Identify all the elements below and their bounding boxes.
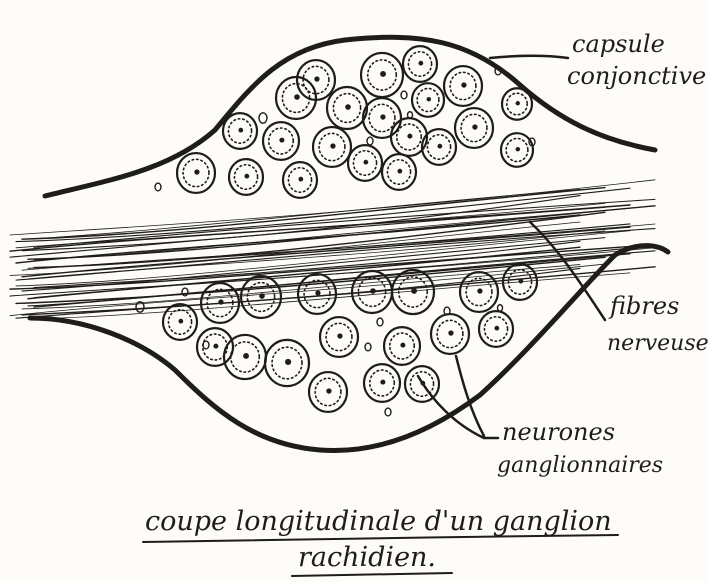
label-fibres-line1: fibres [608, 292, 679, 320]
neurone-cell [265, 340, 309, 386]
tissue-speck [401, 91, 407, 99]
tissue-speck [259, 113, 267, 123]
neurone-cell [263, 122, 299, 160]
neurone-cell [163, 304, 197, 340]
neurone-cell [197, 328, 233, 366]
label-neurones-line1: neurones [502, 418, 615, 446]
label-capsule-line1: capsule [572, 30, 665, 58]
neurone-cell [444, 66, 482, 106]
neurone-cell [392, 270, 434, 314]
neurone-cell [361, 53, 403, 97]
neurone-cell [363, 98, 401, 138]
neurone-cell [455, 108, 493, 148]
neurone-cell [201, 283, 239, 323]
tissue-speck [498, 305, 503, 312]
neurone-cell [320, 317, 358, 357]
neurone-cell [309, 372, 347, 412]
nerve-fibre-line [16, 203, 605, 247]
label-fibres-line2: nerveuses [607, 331, 709, 356]
caption-underline-2 [292, 573, 452, 576]
neurone-cell [460, 272, 498, 312]
neurone-cell [384, 327, 420, 365]
neurone-cell [501, 133, 533, 167]
tissue-speck [155, 183, 161, 191]
neurone-cell [229, 159, 263, 195]
neurone-cell [502, 88, 532, 120]
neurone-cell [382, 154, 416, 190]
nerve-fibres [10, 180, 655, 319]
neurone-cell [327, 87, 367, 129]
label-capsule-line2: conjonctive [567, 62, 706, 90]
tissue-speck [365, 343, 371, 351]
label-neurones-line2: ganglionnaires [497, 453, 663, 478]
caption-line1: coupe longitudinale d'un ganglion [145, 506, 612, 537]
neurone-cell [348, 145, 382, 181]
neurone-cell [412, 83, 444, 117]
neurone-cell [223, 113, 257, 149]
tissue-speck [385, 408, 391, 416]
neurone-cell [224, 335, 266, 379]
neurone-cell [241, 276, 281, 318]
neurone-cell [422, 129, 456, 165]
neurone-cell [283, 162, 317, 198]
neurone-cell [298, 274, 336, 314]
capsule-leader-line [490, 56, 568, 58]
caption-line2: rachidien. [298, 542, 436, 573]
neurone-cell [403, 46, 437, 82]
neurone-cell [364, 364, 400, 402]
neurone-cell [177, 153, 215, 193]
tissue-speck [203, 341, 209, 349]
tissue-speck [377, 318, 383, 326]
neurone-cell [503, 264, 537, 300]
neurone-cell [276, 77, 316, 119]
neurone-cell [431, 314, 469, 354]
tissue-speck [136, 302, 144, 312]
tissue-speck [367, 137, 373, 145]
neurone-cell [313, 127, 351, 167]
neurone-cell [479, 311, 513, 347]
